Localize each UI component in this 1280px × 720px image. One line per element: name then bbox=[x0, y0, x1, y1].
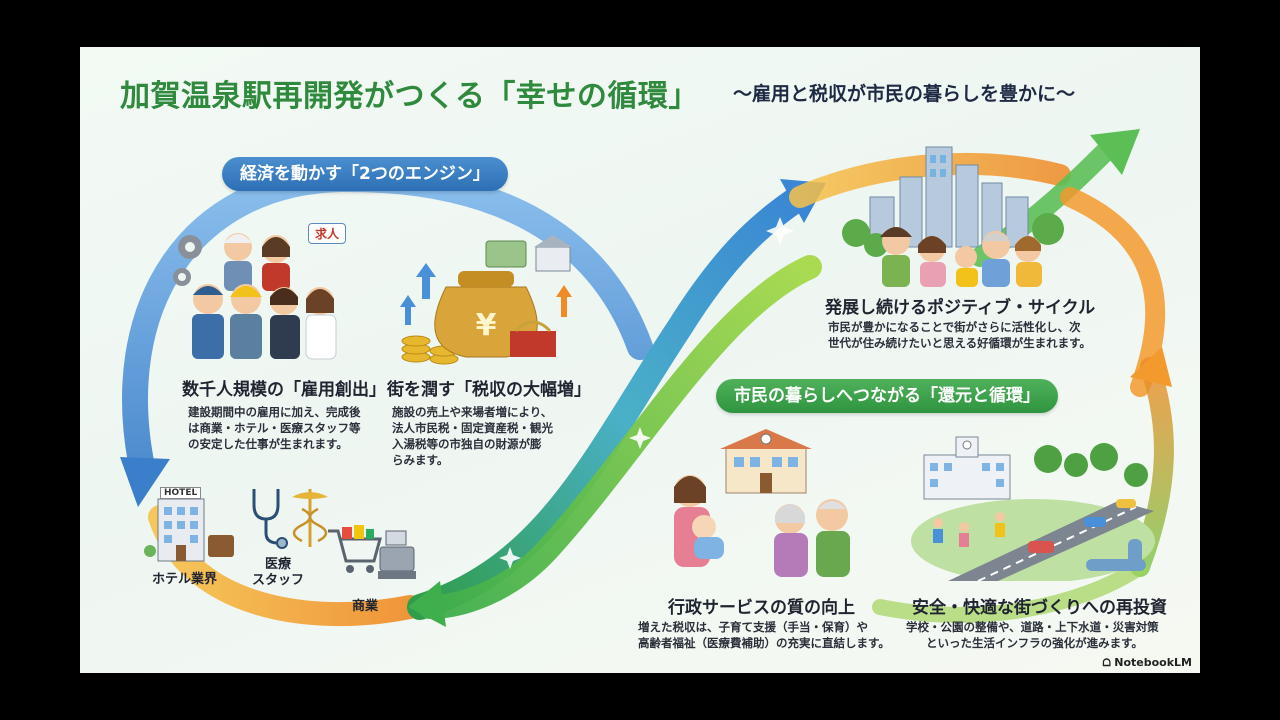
jobs-line: の安定した仕事が生まれます。 bbox=[188, 437, 348, 451]
school-building-icon bbox=[923, 436, 1011, 500]
svg-text:¥: ¥ bbox=[476, 308, 497, 343]
bottom-right-arrow bbox=[872, 559, 1148, 623]
infographic-slide: 加賀温泉駅再開発がつくる「幸せの循環」 〜雇用と税収が市民の暮らしを豊かに〜 経… bbox=[80, 47, 1200, 673]
right-up-arrowhead bbox=[1130, 347, 1172, 387]
services-line: 高齢者福祉（医療費補助）の充実に直結します。 bbox=[638, 636, 890, 650]
engines-badge: 経済を動かす「2つのエンジン」 bbox=[222, 157, 508, 191]
jobs-heading: 数千人規模の「雇用創出」 bbox=[182, 380, 386, 400]
notebooklm-icon: ᗝ bbox=[1102, 658, 1115, 669]
services-description: 増えた税収は、子育て支援（手当・保育）や 高齢者福祉（医療費補助）の充実に直結し… bbox=[638, 619, 890, 651]
cycle-heading: 発展し続けるポジティブ・サイクル bbox=[825, 298, 1096, 318]
medical-label-line: 医療 bbox=[265, 557, 292, 572]
stethoscope-icon bbox=[252, 489, 280, 545]
page-subtitle: 〜雇用と税収が市民の暮らしを豊かに〜 bbox=[733, 83, 1076, 105]
tax-description: 施設の売上や来場者増により、 法人市民税・固定資産税・観光 入湯税等の市独自の財… bbox=[392, 404, 553, 468]
page-title: 加賀温泉駅再開発がつくる「幸せの循環」 bbox=[120, 79, 699, 114]
hotel-label: ホテル業界 bbox=[152, 572, 218, 587]
commerce-label: 商業 bbox=[352, 599, 379, 614]
wallet-icon bbox=[510, 320, 556, 357]
cycle-line: 世代が住み続けたいと思える好循環が生まれます。 bbox=[828, 336, 1092, 350]
central-s-arrow-green bbox=[418, 255, 822, 619]
tax-heading: 街を潤す「税収の大幅増」 bbox=[387, 380, 591, 400]
town-line: といった生活インフラの強化が進みます。 bbox=[926, 636, 1144, 650]
hotel-sign: HOTEL bbox=[160, 487, 202, 499]
caduceus-icon bbox=[292, 489, 328, 547]
services-heading: 行政サービスの質の向上 bbox=[668, 598, 855, 618]
town-infrastructure-illustration bbox=[911, 436, 1155, 581]
sparkle-icon bbox=[629, 427, 651, 449]
cycle-line: 市民が豊かになることで街がさらに活性化し、次 bbox=[828, 320, 1081, 334]
school-icon bbox=[720, 429, 812, 494]
shopping-cart-icon bbox=[328, 525, 382, 573]
hotel-illustration bbox=[144, 498, 234, 562]
medical-illustration bbox=[252, 489, 328, 549]
return-badge: 市民の暮らしへつながる「還元と循環」 bbox=[716, 379, 1058, 413]
workers-illustration bbox=[173, 233, 337, 360]
notebooklm-label: NotebookLM bbox=[1114, 656, 1192, 669]
tax-line: 施設の売上や来場者増により、 bbox=[392, 405, 553, 419]
commerce-illustration bbox=[328, 525, 416, 579]
tax-line: らみます。 bbox=[392, 453, 449, 467]
notebooklm-watermark: ᗝ NotebookLM bbox=[1102, 656, 1192, 669]
gear-icon bbox=[173, 235, 202, 286]
welfare-illustration bbox=[674, 429, 850, 577]
medical-label: 医療 スタッフ bbox=[252, 557, 304, 589]
sparkle-icon bbox=[766, 217, 794, 245]
cycle-description: 市民が豊かになることで街がさらに活性化し、次 世代が住み続けたいと思える好循環が… bbox=[828, 319, 1091, 351]
medical-label-line: スタッフ bbox=[252, 573, 305, 588]
job-listing-sign: 求人 bbox=[308, 223, 347, 244]
jobs-line: 建設期間中の雇用に加え、完成後 bbox=[188, 405, 361, 419]
jobs-line: は商業・ホテル・医療スタッフ等 bbox=[188, 421, 361, 435]
jobs-description: 建設期間中の雇用に加え、完成後 は商業・ホテル・医療スタッフ等 の安定した仕事が… bbox=[188, 404, 361, 452]
top-right-arrowhead bbox=[1090, 129, 1140, 175]
town-description: 学校・公園の整備や、道路・上下水道・災害対策 といった生活インフラの強化が進みま… bbox=[906, 619, 1159, 651]
cash-register-icon bbox=[378, 530, 416, 579]
sparkle-icon bbox=[499, 547, 521, 569]
services-line: 増えた税収は、子育て支援（手当・保育）や bbox=[638, 620, 868, 634]
city-hall-icon bbox=[534, 235, 572, 272]
right-loop-arrow bbox=[1060, 187, 1166, 397]
town-heading: 安全・快適な街づくりへの再投資 bbox=[912, 598, 1167, 618]
central-s-arrowhead-bottom bbox=[408, 581, 446, 627]
tax-line: 入湯税等の市独自の財源が膨 bbox=[392, 437, 542, 451]
town-line: 学校・公園の整備や、道路・上下水道・災害対策 bbox=[906, 620, 1159, 634]
left-loop-arrowhead bbox=[120, 457, 170, 507]
growing-city-illustration bbox=[842, 146, 1064, 287]
tax-line: 法人市民税・固定資産税・観光 bbox=[392, 421, 553, 435]
coin-stack-icon bbox=[401, 335, 459, 365]
tax-money-illustration: ¥ bbox=[400, 235, 572, 365]
